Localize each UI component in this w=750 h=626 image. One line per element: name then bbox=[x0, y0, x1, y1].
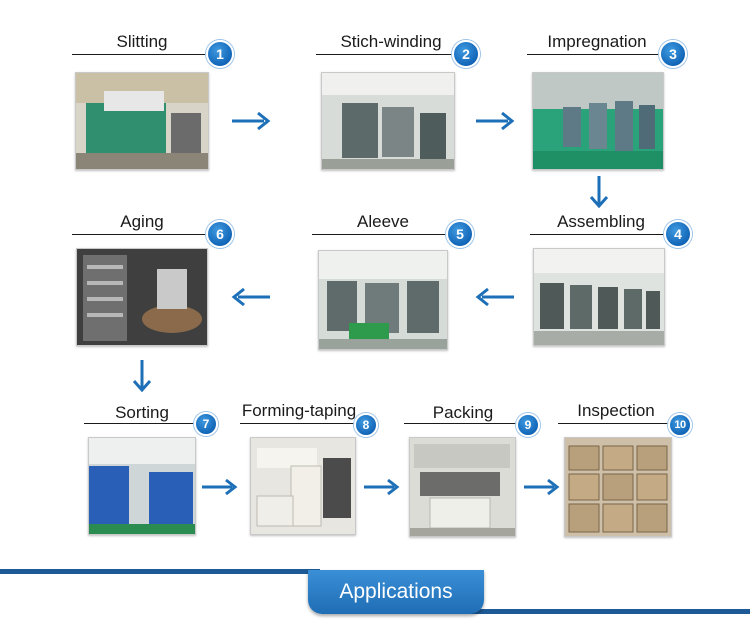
flow-arrow-down bbox=[588, 174, 610, 210]
step-number-badge: 8 bbox=[354, 413, 378, 437]
step-number-badge: 4 bbox=[664, 220, 692, 248]
footer-divider-left bbox=[0, 569, 320, 574]
step-underline bbox=[312, 234, 450, 235]
stich-winding-photo bbox=[321, 72, 455, 170]
step-underline bbox=[316, 54, 456, 55]
step-label: Forming-taping bbox=[241, 401, 357, 420]
impregnation-photo bbox=[532, 72, 664, 170]
step-number-badge: 1 bbox=[206, 40, 234, 68]
step-10-inspection: Inspection 10 bbox=[558, 401, 698, 437]
step-number-badge: 3 bbox=[659, 40, 687, 68]
step-underline bbox=[72, 54, 210, 55]
step-3-impregnation: Impregnation 3 bbox=[527, 30, 687, 70]
flow-arrow-left bbox=[474, 286, 516, 308]
aleeve-photo bbox=[318, 250, 448, 350]
step-number-badge: 10 bbox=[668, 413, 692, 437]
step-underline bbox=[72, 234, 210, 235]
step-5-aleeve: Aleeve 5 bbox=[312, 210, 474, 250]
step-number-badge: 6 bbox=[206, 220, 234, 248]
step-underline bbox=[558, 423, 674, 424]
step-label: Assembling bbox=[557, 212, 645, 231]
step-7-sorting: Sorting 7 bbox=[84, 401, 224, 436]
step-underline bbox=[530, 234, 670, 235]
footer-divider-right bbox=[470, 609, 750, 614]
step-underline bbox=[84, 423, 200, 424]
step-underline bbox=[404, 423, 522, 424]
step-label: Aleeve bbox=[357, 212, 409, 231]
flow-arrow-right bbox=[362, 477, 402, 497]
step-number-badge: 5 bbox=[446, 220, 474, 248]
flow-arrow-right bbox=[522, 477, 562, 497]
step-label: Stich-winding bbox=[340, 32, 442, 51]
inspection-photo bbox=[564, 437, 672, 537]
flow-arrow-left bbox=[230, 286, 272, 308]
step-underline bbox=[240, 423, 356, 424]
applications-tab-label: Applications bbox=[339, 580, 453, 603]
step-label: Aging bbox=[120, 212, 164, 231]
step-2-stich-winding: Stich-winding 2 bbox=[316, 30, 486, 70]
step-label: Impregnation bbox=[547, 32, 647, 51]
step-8-forming-taping: Forming-taping 8 bbox=[240, 401, 380, 437]
forming-taping-photo bbox=[250, 437, 356, 535]
step-6-aging: Aging 6 bbox=[72, 210, 234, 250]
step-number-badge: 7 bbox=[194, 412, 218, 436]
step-number-badge: 2 bbox=[452, 40, 480, 68]
step-label: Slitting bbox=[116, 32, 168, 51]
step-label: Inspection bbox=[577, 401, 655, 420]
step-underline bbox=[527, 54, 663, 55]
flow-arrow-right bbox=[230, 110, 272, 132]
packing-photo bbox=[409, 437, 516, 537]
aging-photo bbox=[76, 248, 208, 346]
step-4-assembling: Assembling 4 bbox=[530, 210, 692, 250]
flow-arrow-right bbox=[200, 477, 240, 497]
step-label: Packing bbox=[432, 403, 494, 422]
slitting-photo bbox=[75, 72, 209, 170]
applications-tab[interactable]: Applications bbox=[308, 570, 484, 614]
flow-arrow-right bbox=[474, 110, 516, 132]
assembling-photo bbox=[533, 248, 665, 346]
step-number-badge: 9 bbox=[516, 413, 540, 437]
flow-arrow-down bbox=[131, 358, 153, 394]
step-1-slitting: Slitting 1 bbox=[72, 30, 234, 70]
step-label: Sorting bbox=[115, 403, 169, 422]
step-9-packing: Packing 9 bbox=[404, 401, 544, 437]
sorting-photo bbox=[88, 437, 196, 535]
